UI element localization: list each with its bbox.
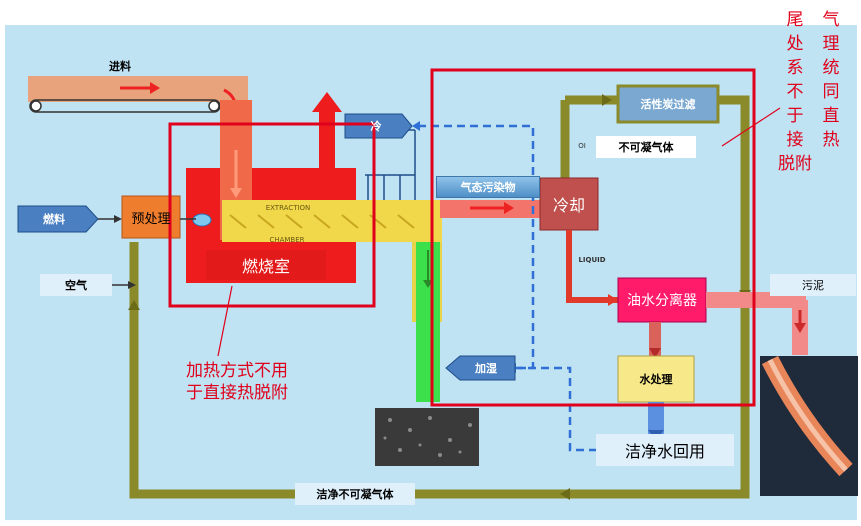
carbon-in-arrow [602, 94, 612, 106]
heating-annotation-line1: 加热方式不用 [186, 361, 288, 381]
liquid-arrow-head [608, 294, 618, 306]
recycle-dashed-lines [418, 124, 596, 452]
sep-to-water-pipe [649, 322, 661, 356]
exhaust-char: 接 [786, 130, 804, 150]
exhaust-char: 处 [786, 34, 804, 54]
exhaust-char: 脱附 [778, 154, 812, 174]
fuel-label: 燃料 [43, 213, 65, 226]
clean-water-pipe [648, 402, 664, 434]
exhaust-char: 气 [822, 10, 840, 30]
cooler-label: 冷却 [552, 196, 585, 215]
exhaust-annotation-col2: 气 理 统 同 直 热 [814, 8, 848, 152]
gas-pollutant-label: 气态污染物 [436, 176, 540, 198]
air-label: 空气 [40, 274, 112, 296]
exhaust-char: 同 [822, 82, 840, 102]
cool-label: 冷 [370, 120, 382, 133]
loop-arrow-left [560, 488, 570, 500]
exhaust-annotation-col1: 尾 处 系 不 于 接 脱附 [778, 8, 812, 176]
feed-label: 进料 [109, 60, 131, 73]
cooler-box [539, 177, 599, 231]
screw-flights [229, 214, 415, 229]
oil-water-box [617, 277, 707, 323]
chamber-label: CHAMBER [269, 236, 305, 244]
exhaust-char: 系 [786, 58, 804, 78]
pipe-photo-highlight [767, 358, 848, 472]
clean-gas-label: 洁净不可凝气体 [295, 483, 415, 505]
water-treat-label: 水处理 [639, 373, 673, 386]
water-treat-box [617, 355, 695, 403]
oil-water-label: 油水分离器 [627, 293, 697, 309]
fuel-connector-head [114, 215, 122, 223]
clean-water-label: 洁净水回用 [596, 434, 734, 466]
humidify-label: 加湿 [475, 362, 497, 375]
noncondensable-label: 不可凝气体 [596, 136, 696, 158]
conveyor-roller-left [30, 100, 42, 112]
exhaust-char: 于 [786, 106, 804, 126]
oil-small-label: OI [578, 142, 586, 150]
cool-return-arrow [412, 121, 420, 131]
humidify-shape [445, 355, 516, 381]
sep-to-water-arrow [649, 348, 661, 358]
exhaust-stack [319, 110, 335, 170]
exhaust-char: 理 [822, 34, 840, 54]
exhaust-char: 统 [822, 58, 840, 78]
exhaust-frame [430, 68, 756, 407]
air-connector-head [128, 281, 136, 289]
gravel-photo [375, 408, 479, 466]
exhaust-char: 不 [786, 82, 804, 102]
liquid-line [566, 230, 618, 303]
exhaust-char: 直 [822, 106, 840, 126]
cool-shape [344, 113, 413, 139]
conveyor-roller-right [208, 100, 220, 112]
sludge-label: 污泥 [770, 274, 856, 296]
extraction-chamber [222, 200, 442, 242]
heating-annotation-line2: 于直接热脱附 [186, 383, 288, 403]
loop-arrow-up [128, 300, 140, 310]
gravel-texture [383, 416, 472, 457]
pretreat-label: 预处理 [131, 211, 171, 227]
heating-leader-line [217, 285, 233, 357]
combustion-label: 燃烧室 [206, 250, 326, 280]
extraction-label: EXTRACTION [265, 204, 311, 212]
exhaust-char: 尾 [786, 10, 804, 30]
exhaust-arrow-head [312, 92, 342, 112]
liquid-label: LIQUID [578, 256, 606, 264]
exhaust-char: 热 [822, 130, 840, 150]
sludge-pipe [706, 292, 806, 308]
feed-arrow-head [150, 82, 160, 94]
carbon-filter-label: 活性炭过滤 [640, 98, 696, 111]
fuel-arrow-shape [17, 205, 99, 233]
burner-flame [192, 213, 212, 227]
carbon-filter-box [616, 84, 720, 124]
combustion-frame [168, 122, 376, 308]
chute-arrow-head [230, 188, 242, 198]
heating-annotation: 加热方式不用 于直接热脱附 [186, 360, 346, 404]
sludge-arrow-head [794, 323, 806, 333]
gas-arrow-head [504, 202, 514, 214]
exhaust-leader-line [721, 107, 781, 147]
